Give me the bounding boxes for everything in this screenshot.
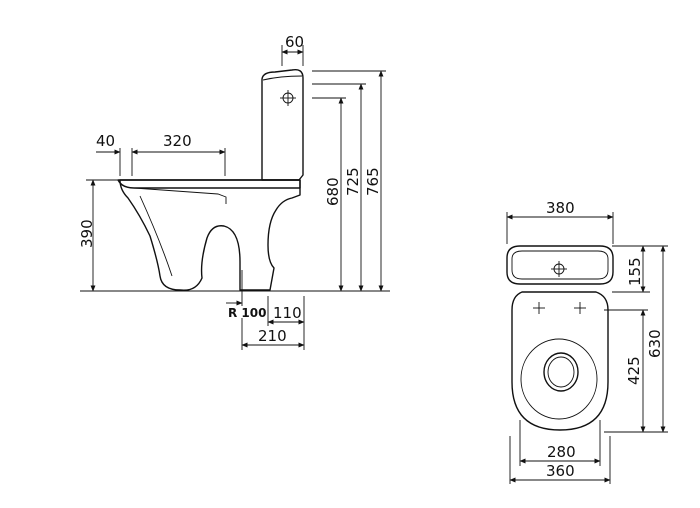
tank-button-icon [551,261,567,277]
flush-button-icon [280,90,296,106]
bowl-water [547,356,575,388]
hinge-right-icon [574,302,586,314]
bowl-outline [119,179,301,291]
dim-height-765: 765 [364,167,382,196]
dim-pipe-radius: R 100 [228,306,266,320]
dim-outlet-offset: 110 [273,304,302,322]
dim-bowl-width: 320 [163,132,192,150]
dim-seat-height: 390 [78,219,96,248]
top-view: 380 155 630 425 280 360 [506,199,668,484]
dim-tank-width: 380 [546,199,575,217]
bowl-top-outer [511,291,609,431]
inner-bowl-line [139,195,173,277]
tank-top-inner [511,250,609,280]
dim-bowl-outer-width: 360 [546,462,575,480]
side-view: 60 40 320 390 680 725 765 R 100 [78,33,390,350]
cistern-lid-line [262,75,303,81]
cistern-outline [261,68,304,181]
dim-height-680: 680 [324,177,342,206]
seat-rim [117,179,301,189]
dim-total-depth: 630 [646,329,664,358]
dim-rim-offset: 40 [96,132,115,150]
dim-tank-depth: 155 [626,257,644,286]
dim-bowl-inner-width: 280 [547,443,576,461]
seat-line [133,187,227,204]
seat-ring [520,338,598,420]
dim-outlet-center: 210 [258,327,287,345]
dim-height-725: 725 [344,167,362,196]
hinge-left-icon [533,302,545,314]
tank-top-outline [506,245,614,285]
dim-tank-lip: 60 [285,33,304,51]
dim-bowl-depth: 425 [625,356,643,385]
bowl-opening [543,352,579,392]
